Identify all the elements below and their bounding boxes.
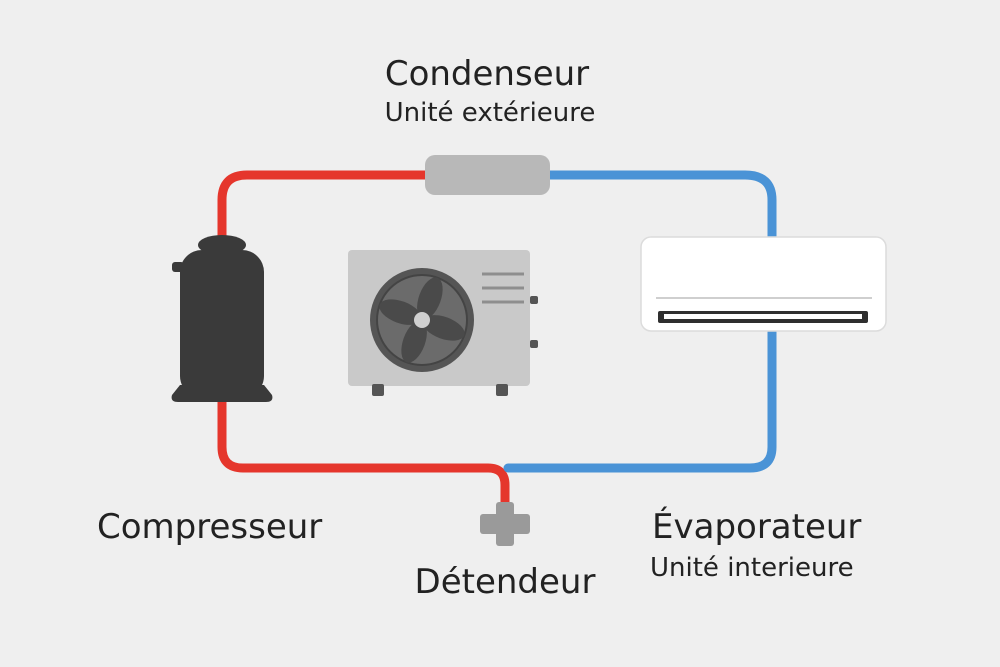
outdoor-unit-icon <box>348 250 538 396</box>
expansion-valve-icon <box>480 502 530 546</box>
expansion-valve-title: Détendeur <box>414 562 596 602</box>
compressor-icon <box>171 235 273 402</box>
compressor-title: Compresseur <box>97 507 323 547</box>
hot-line-bottom <box>217 393 510 523</box>
hot-line-top <box>217 170 435 245</box>
condenser-coil-icon <box>425 155 550 195</box>
evaporator-title: Évaporateur <box>652 507 862 547</box>
condenser-subtitle: Unité extérieure <box>384 98 596 128</box>
cold-line-bottom <box>503 325 777 473</box>
indoor-unit-icon <box>640 236 887 332</box>
cold-line-top <box>540 170 777 245</box>
evaporator-subtitle: Unité interieure <box>650 553 854 583</box>
fan-icon <box>370 268 474 372</box>
condenser-title: Condenseur <box>384 54 590 94</box>
